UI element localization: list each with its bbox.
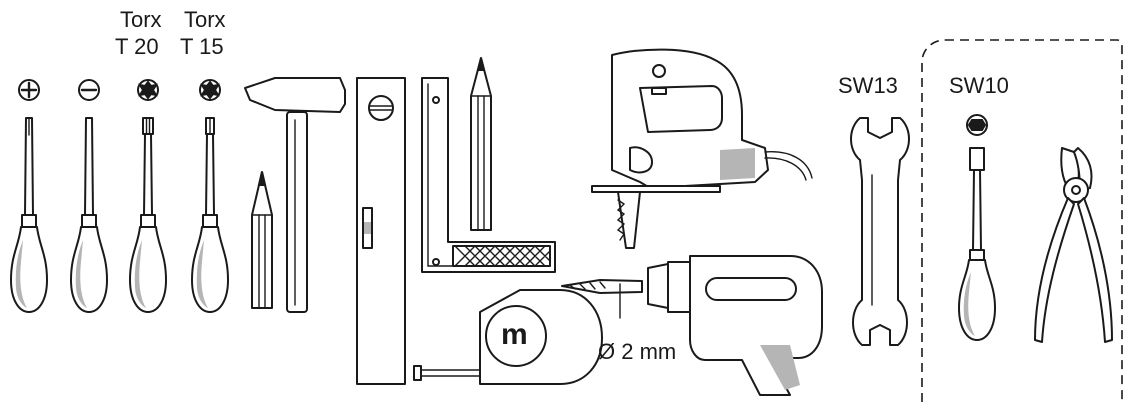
- drill: [647, 255, 823, 396]
- torx20-label-line1: Torx: [120, 7, 162, 32]
- pencil-left: [251, 171, 273, 309]
- torx-t20-screwdriver: [129, 117, 167, 313]
- drill-bit: [561, 279, 643, 319]
- torx15-label-line2: T 15: [180, 34, 224, 59]
- dashed-group-box: [921, 39, 1123, 402]
- side-cutters: [1034, 147, 1113, 343]
- flathead-icon: [78, 79, 100, 101]
- open-end-wrench: [850, 117, 910, 346]
- torx-t15-screwdriver: [191, 117, 229, 313]
- flathead-screwdriver: [70, 117, 108, 313]
- torx-t15-icon: [199, 79, 221, 101]
- nut-driver: [958, 147, 996, 341]
- torx-t20-icon: [137, 79, 159, 101]
- nut-driver-size-label: SW10: [949, 73, 1009, 98]
- wrench-size-label: SW13: [838, 73, 898, 98]
- tape-measure-badge: m: [501, 318, 528, 351]
- pencil-right: [470, 57, 492, 231]
- torx20-label-line2: T 20: [115, 34, 159, 59]
- torx15-label-line1: Torx: [184, 7, 226, 32]
- drill-bit-size-label: Ø 2 mm: [598, 339, 677, 364]
- jigsaw: [591, 48, 813, 249]
- tape-measure: [413, 289, 603, 385]
- try-square: [421, 77, 556, 273]
- hex-nut-icon: [966, 114, 988, 136]
- hammer: [244, 77, 346, 313]
- phillips-icon: [18, 79, 40, 101]
- spirit-level: [356, 77, 406, 385]
- phillips-screwdriver: [10, 117, 48, 313]
